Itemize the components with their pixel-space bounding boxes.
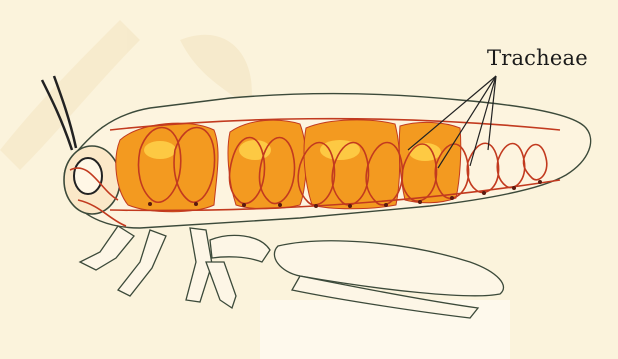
tracheae-label: Tracheae [487,46,588,70]
head [64,146,120,214]
